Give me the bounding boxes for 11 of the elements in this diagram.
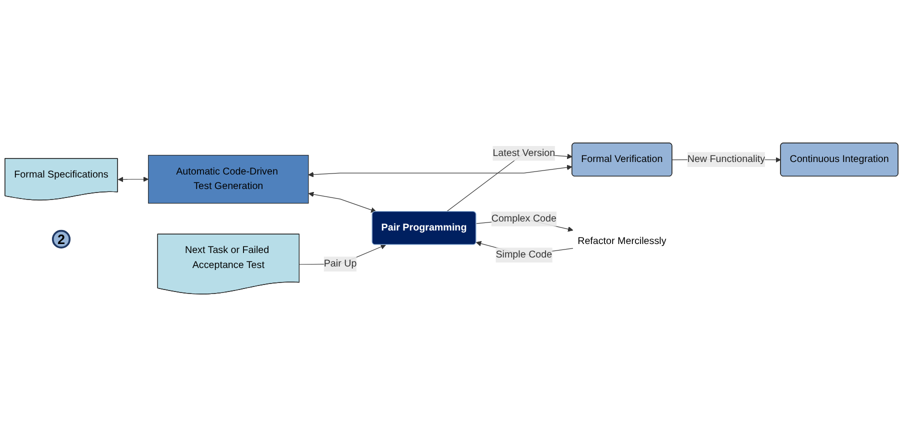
edge-label: Complex Code [491,213,556,224]
node-circle: 2 [52,230,71,249]
edge-label: Simple Code [496,250,552,260]
arrow [308,192,376,213]
arrow [308,164,572,178]
node-text: Refactor Mercilessly [578,236,666,246]
edge-label: Latest Version [492,148,556,158]
edge-label: Pair Up [324,258,357,269]
arrow [118,176,149,182]
node-box: Automatic Code-Driven Test Generation [148,154,309,204]
edge-label: New Functionality [687,154,766,164]
